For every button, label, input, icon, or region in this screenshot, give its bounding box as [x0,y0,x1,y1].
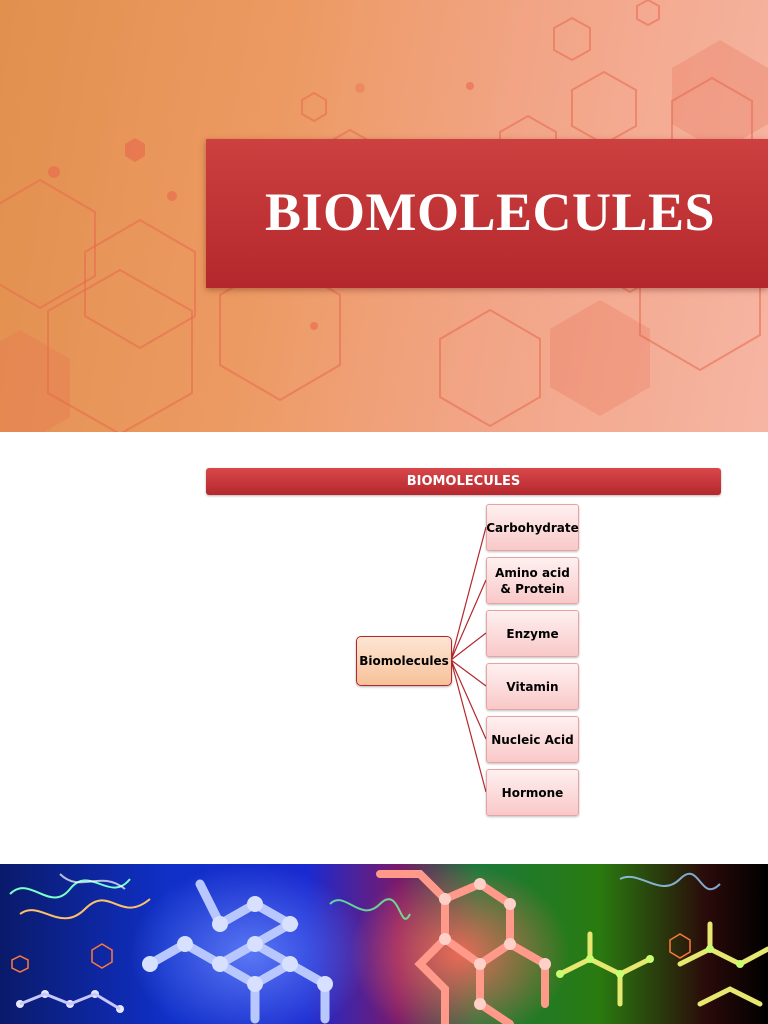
diagram-header: BIOMOLECULES [206,468,721,495]
molecule-illustration [9,864,768,1024]
hexagon-background [0,0,768,432]
child-node-enzyme: Enzyme [486,610,579,657]
child-node-hormone: Hormone [486,769,579,816]
molecule-image-slide [0,864,768,1024]
root-node-biomolecules: Biomolecules [356,636,452,686]
child-node-carbohydrate: Carbohydrate [486,504,579,551]
child-node-vitamin: Vitamin [486,663,579,710]
title-slide: BIOMOLECULES [0,0,768,432]
slide-title: BIOMOLECULES [264,182,716,242]
child-node-amino-acid-protein: Amino acid & Protein [486,557,579,604]
connector-lines [450,526,487,793]
title-banner: BIOMOLECULES [206,139,768,288]
diagram-slide: BIOMOLECULES Biomolecules Carbohydrate A… [0,432,768,864]
child-node-nucleic-acid: Nucleic Acid [486,716,579,763]
